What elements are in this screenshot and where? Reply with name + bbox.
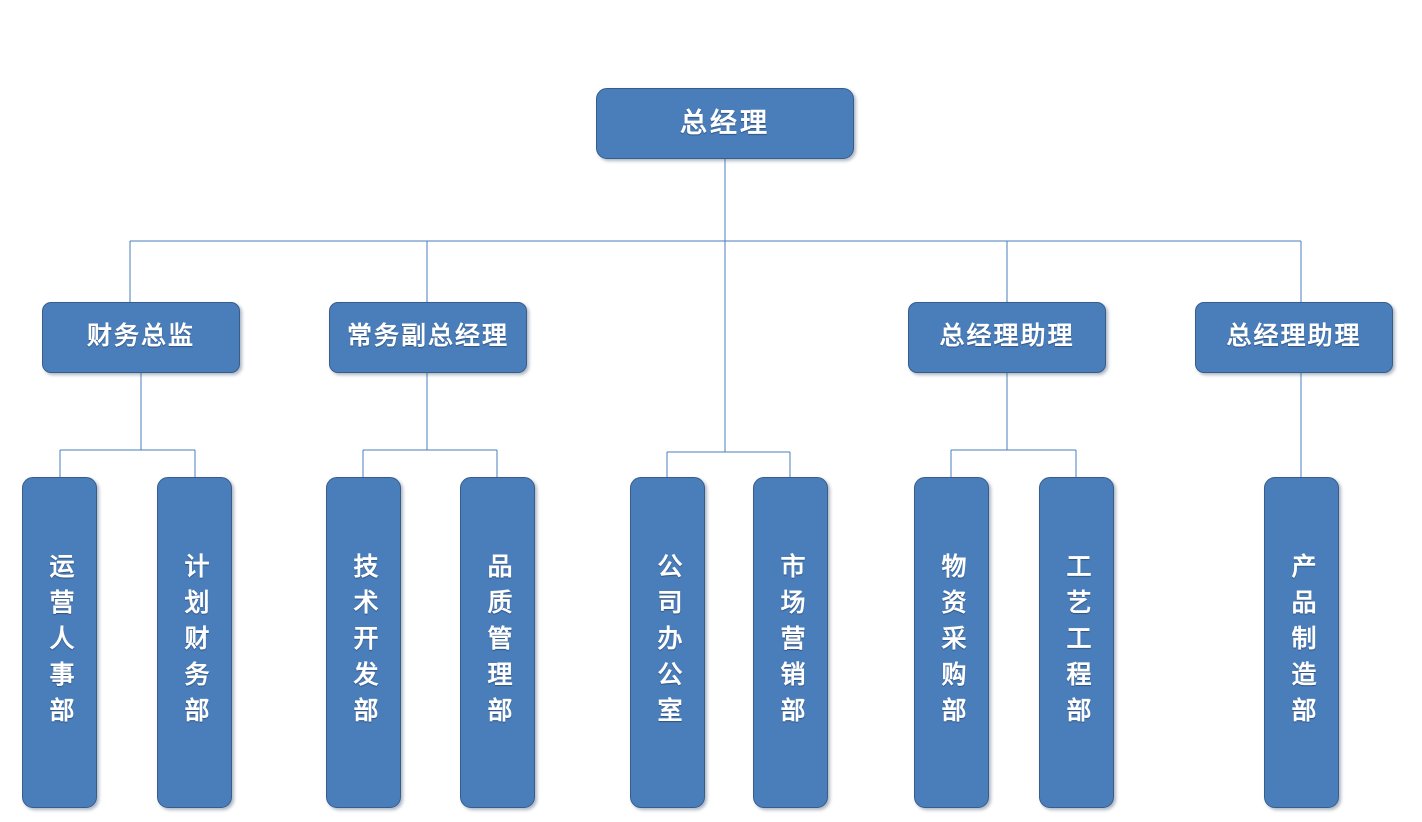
node-label: 工艺工程部	[1063, 552, 1090, 733]
node-executive-vice-gm[interactable]: 常务副总经理	[329, 302, 527, 373]
node-dept-product-manufacturing[interactable]: 产品制造部	[1264, 477, 1339, 808]
node-label: 品质管理部	[484, 552, 511, 733]
node-dept-marketing[interactable]: 市场营销部	[753, 477, 828, 808]
node-label: 物资采购部	[938, 552, 965, 733]
node-dept-process-engineering[interactable]: 工艺工程部	[1039, 477, 1114, 808]
node-label: 产品制造部	[1288, 552, 1315, 733]
node-dept-procurement[interactable]: 物资采购部	[914, 477, 989, 808]
node-dept-quality-management[interactable]: 品质管理部	[460, 477, 535, 808]
node-cfo[interactable]: 财务总监	[42, 302, 240, 373]
node-label: 技术开发部	[350, 552, 377, 733]
node-dept-technology-development[interactable]: 技术开发部	[326, 477, 401, 808]
node-label: 运营人事部	[46, 552, 73, 733]
node-gm-assistant-1[interactable]: 总经理助理	[908, 302, 1106, 373]
node-label: 计划财务部	[181, 552, 208, 733]
node-label: 常务副总经理	[346, 323, 509, 351]
node-label: 财务总监	[86, 323, 195, 351]
node-dept-planning-finance[interactable]: 计划财务部	[157, 477, 232, 808]
node-label: 公司办公室	[654, 552, 681, 733]
node-dept-company-office[interactable]: 公司办公室	[630, 477, 705, 808]
node-label: 总经理助理	[939, 323, 1075, 351]
node-label: 总经理	[680, 107, 770, 138]
node-label: 市场营销部	[777, 552, 804, 733]
node-gm-assistant-2[interactable]: 总经理助理	[1195, 302, 1393, 373]
node-general-manager[interactable]: 总经理	[596, 88, 854, 159]
node-dept-operations-hr[interactable]: 运营人事部	[22, 477, 97, 808]
node-label: 总经理助理	[1226, 323, 1362, 351]
